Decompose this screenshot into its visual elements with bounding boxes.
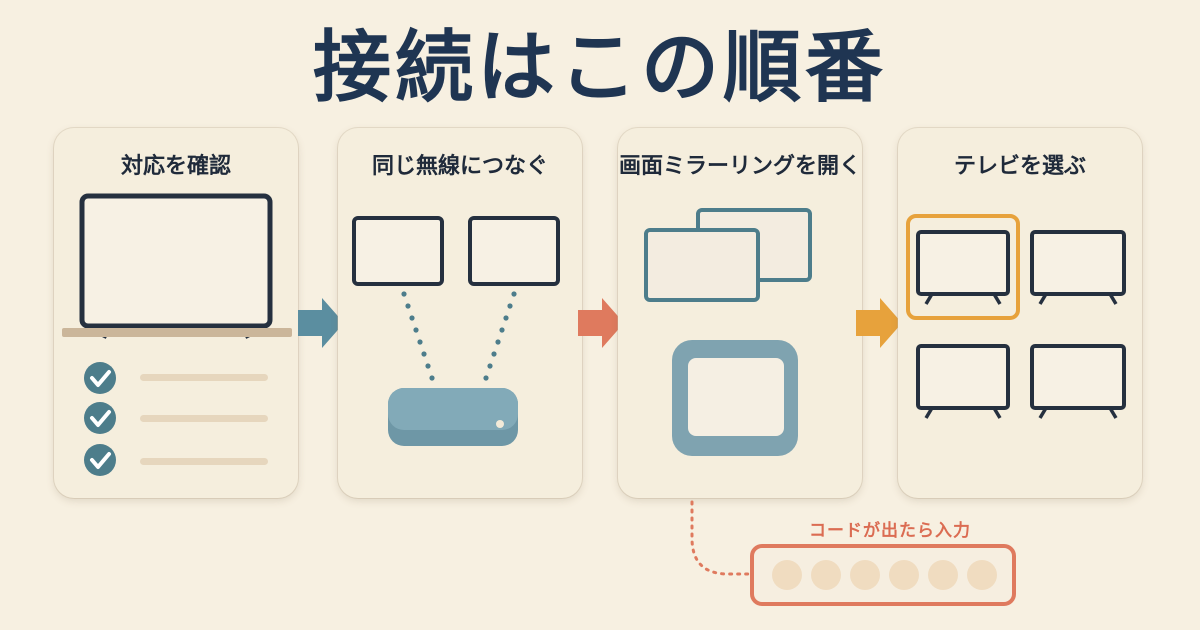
tv-selection-illustration (906, 214, 1126, 419)
check-icon (84, 402, 116, 434)
code-digit-slot (811, 560, 841, 590)
check-icon (84, 444, 116, 476)
step-4-label: テレビを選ぶ (953, 153, 1086, 179)
check-icon (84, 362, 116, 394)
router-icon (388, 388, 518, 446)
step-card-3: 画面ミラーリングを開く (618, 128, 862, 498)
checklist-line (140, 415, 268, 422)
code-digit-slot (772, 560, 802, 590)
monitor-icon (352, 216, 444, 286)
code-digit-slot (889, 560, 919, 590)
tv-icon (79, 193, 273, 339)
step-card-1: 対応を確認 (54, 128, 298, 498)
checklist-line (140, 374, 268, 381)
arrow-right-icon (578, 298, 624, 348)
network-illustration (352, 216, 560, 446)
step-2-label: 同じ無線につなぐ (371, 153, 548, 179)
step-3-label: 画面ミラーリングを開く (618, 153, 861, 179)
code-digit-slot (967, 560, 997, 590)
page-title: 接続はこの順番 (312, 22, 887, 113)
tv-icon (916, 344, 1010, 419)
phone-icon (672, 340, 798, 456)
step-1-label: 対応を確認 (120, 153, 231, 179)
tv-icon (916, 230, 1010, 305)
monitor-icon (468, 216, 560, 286)
tv-on-shelf-illustration (62, 193, 292, 476)
selection-highlight (906, 214, 1020, 320)
tv-icon (1030, 344, 1126, 419)
step-card-2: 同じ無線につなぐ (338, 128, 582, 498)
code-digit-slot (928, 560, 958, 590)
shelf (62, 328, 292, 337)
step-card-4: テレビを選ぶ (898, 128, 1142, 498)
dotted-connector (690, 500, 752, 576)
tv-icon (1030, 230, 1126, 305)
code-hint-label: コードが出たら入力 (809, 521, 971, 541)
arrow-right-icon (856, 298, 902, 348)
arrow-right-icon (298, 298, 344, 348)
window-icon (644, 228, 760, 302)
code-digit-slot (850, 560, 880, 590)
mirroring-illustration (644, 208, 812, 456)
wireless-dots (401, 291, 517, 381)
code-input-box (750, 544, 1016, 606)
checklist-line (140, 458, 268, 465)
